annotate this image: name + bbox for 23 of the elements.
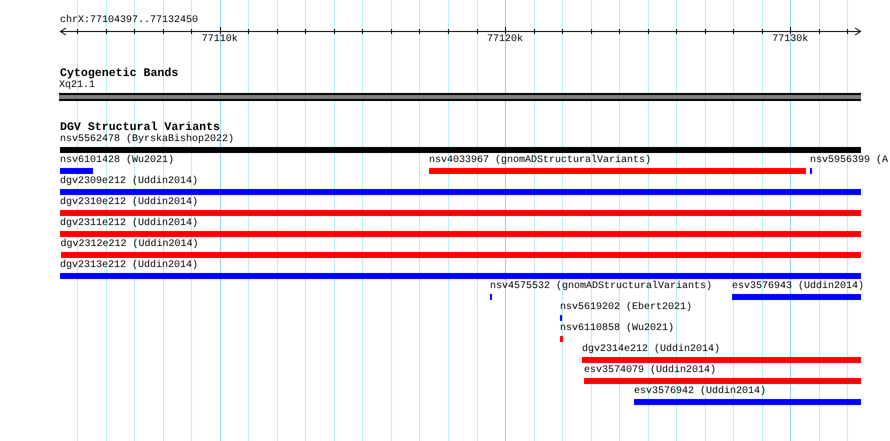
variant-label: nsv6110858 (Wu2021) — [560, 323, 674, 335]
track-title: Cytogenetic Bands — [60, 67, 178, 80]
variant-label: dgv2312e212 (Uddin2014) — [60, 239, 199, 251]
variant-label: nsv5562478 (ByrskaBishop2022) — [60, 134, 234, 146]
location-label: chrX:77104397..77132450 — [60, 15, 198, 27]
variant-label: nsv5956399 (A — [810, 155, 888, 167]
variant-label: dgv2311e212 (Uddin2014) — [60, 218, 198, 230]
tick-label: 77110k — [202, 34, 238, 46]
variant-label: esv3574079 (Uddin2014) — [584, 365, 716, 377]
cytoband-label: Xq21.1 — [59, 80, 96, 92]
variant-label: nsv5619202 (Ebert2021) — [560, 302, 692, 314]
variant-label: nsv4575532 (gnomADStructuralVariants) — [490, 281, 712, 293]
track-title: DGV Structural Variants — [60, 121, 220, 134]
variant-label: dgv2314e212 (Uddin2014) — [582, 344, 720, 356]
tick-label: 77120k — [487, 34, 524, 46]
variant-label: nsv4033967 (gnomADStructuralVariants) — [429, 155, 652, 167]
variant-label: dgv2309e212 (Uddin2014) — [60, 176, 198, 188]
variant-label: dgv2310e212 (Uddin2014) — [60, 197, 198, 209]
variant-label: esv3576942 (Uddin2014) — [634, 386, 766, 398]
variant-label: esv3576943 (Uddin2014) — [732, 281, 864, 293]
variant-label: nsv6101428 (Wu2021) — [60, 155, 174, 167]
tick-label: 77130k — [772, 34, 808, 46]
variant-label: dgv2313e212 (Uddin2014) — [60, 260, 198, 272]
